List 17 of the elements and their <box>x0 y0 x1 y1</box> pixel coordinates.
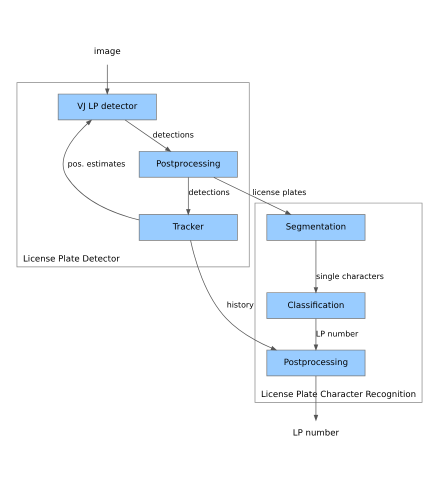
node-box: Segmentation <box>266 214 366 241</box>
node-text: image <box>94 46 121 57</box>
arrow <box>62 119 140 220</box>
arrow <box>213 177 292 215</box>
arrow <box>314 240 318 294</box>
arrow <box>105 64 110 96</box>
arrow <box>124 120 172 152</box>
arrow <box>314 318 318 351</box>
arrow <box>190 240 278 350</box>
arrow <box>314 376 318 422</box>
arrow <box>186 177 191 216</box>
node-box: VJ LP detector <box>58 94 157 120</box>
node-box: Classification <box>266 292 366 319</box>
node-box: Postprocessing <box>138 151 238 178</box>
node-box: Tracker <box>138 214 238 241</box>
node-box: Postprocessing <box>266 350 366 376</box>
node-text: LP number <box>292 428 340 438</box>
